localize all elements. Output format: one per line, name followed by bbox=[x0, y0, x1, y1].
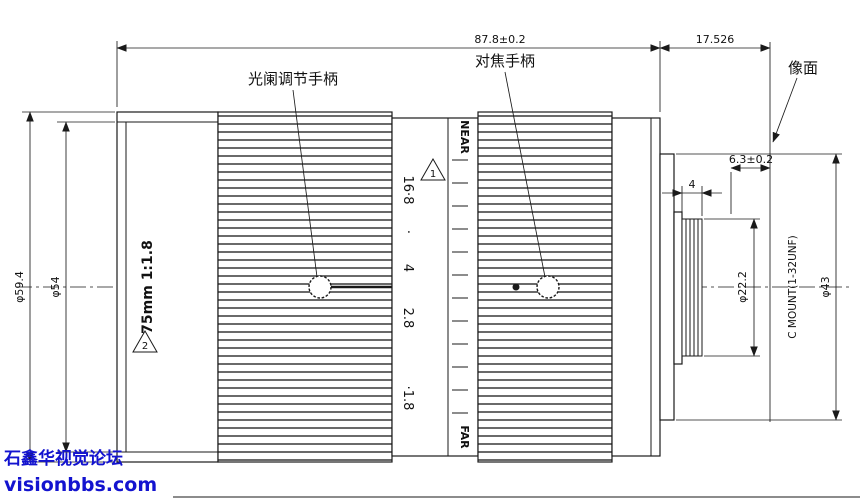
dim-mount-diameter: φ22.2 bbox=[736, 271, 749, 303]
rear-flange-disc bbox=[659, 153, 675, 421]
dim-thread-length: 4 bbox=[689, 178, 696, 191]
image-plane-leader bbox=[772, 77, 798, 143]
f-stop-dot: · bbox=[400, 230, 415, 234]
focus-handle-label: 对焦手柄 bbox=[475, 52, 535, 70]
dimension-lines bbox=[22, 41, 842, 463]
aperture-handle-label: 光阑调节手柄 bbox=[248, 70, 338, 88]
dim-rear-offset: 6.3±0.2 bbox=[729, 153, 773, 166]
f-stop-4: 4 bbox=[400, 264, 415, 272]
watermark-line2: visionbbs.com bbox=[4, 474, 157, 496]
focus-scale-ticks bbox=[452, 159, 468, 414]
lens-spec-label: 75mm 1:1.8 bbox=[140, 240, 156, 334]
annotation-texts: 光阑调节手柄 对焦手柄 像面 75mm 1:1.8 C MOUNT(1-32UN… bbox=[140, 52, 818, 449]
dim-flange-distance: 17.526 bbox=[696, 33, 735, 46]
mount-spec-label: C MOUNT(1-32UNF) bbox=[787, 235, 799, 339]
leader-lines bbox=[292, 71, 798, 278]
rear-band bbox=[611, 117, 661, 457]
callouts: 1 2 bbox=[132, 157, 446, 353]
callout-triangle-1-icon bbox=[420, 157, 446, 181]
focus-index-dot bbox=[512, 283, 520, 291]
dim-total-length: 87.8±0.2 bbox=[474, 33, 525, 46]
mount-neck bbox=[673, 211, 683, 365]
near-label: NEAR bbox=[458, 120, 471, 154]
image-plane-label: 像面 bbox=[788, 59, 818, 77]
callout-2-number: 2 bbox=[142, 341, 148, 352]
dim-rear-diameter: φ43 bbox=[819, 276, 832, 297]
dim-barrel-diameter: φ54 bbox=[49, 276, 62, 297]
watermark: 石鑫华视觉论坛 visionbbs.com bbox=[3, 448, 157, 496]
far-label: FAR bbox=[458, 425, 471, 449]
front-ring bbox=[116, 111, 219, 463]
focus-handle-knob bbox=[536, 275, 560, 299]
callout-1-number: 1 bbox=[430, 169, 436, 180]
focus-handle-leader bbox=[504, 71, 546, 278]
callout-triangle-2-icon bbox=[132, 329, 158, 353]
watermark-line1: 石鑫华视觉论坛 bbox=[3, 448, 123, 469]
aperture-handle-leader bbox=[292, 89, 318, 278]
dimension-texts: 87.8±0.2 17.526 6.3±0.2 4 φ59.4 φ54 φ22.… bbox=[13, 33, 832, 303]
aperture-handle-knob bbox=[308, 275, 332, 299]
lens-body bbox=[116, 111, 703, 463]
c-mount-thread bbox=[681, 218, 703, 357]
dim-front-diameter: φ59.4 bbox=[13, 271, 26, 303]
f-stop-2-8: 2.8 bbox=[400, 308, 415, 329]
f-stop-1-8: ·1.8 bbox=[400, 386, 415, 411]
f-stop-16-8: 16·8 bbox=[400, 176, 415, 205]
